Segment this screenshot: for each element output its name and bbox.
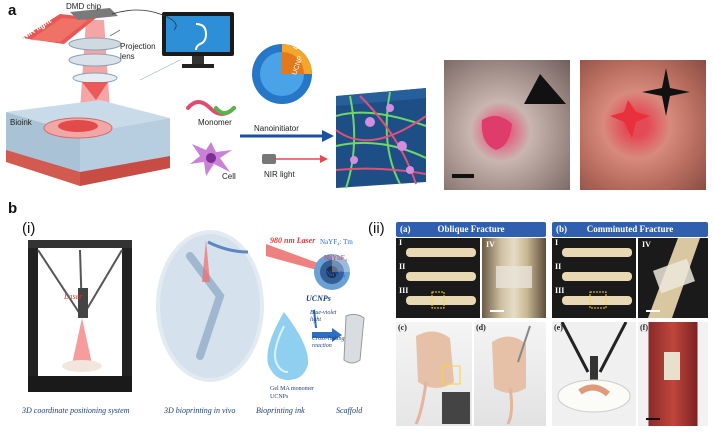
- positioning-system-illustration: [28, 240, 132, 392]
- header-b-text: Comminuted Fracture: [586, 224, 674, 234]
- panel-b-letter: b: [8, 200, 18, 217]
- crosslinking-label: Cross-linking reaction: [312, 336, 345, 349]
- in-vivo-triangle-photo: [444, 60, 570, 190]
- process-arrows: [240, 130, 334, 164]
- blue-violet-label: Blue-violet light: [310, 310, 337, 323]
- monomer-icon: [186, 100, 236, 116]
- oblique-bone-closeup-photo: [482, 238, 546, 318]
- header-a-text: Oblique Fracture: [437, 224, 505, 234]
- ucnp-nanoinitiator-icon: [252, 44, 312, 104]
- cross-icon: [642, 68, 690, 116]
- ucnps-label: UCNPs: [306, 294, 331, 303]
- cable-line: [111, 9, 177, 31]
- rn-b-II: II: [555, 262, 562, 271]
- monomer-label: Monomer: [198, 118, 232, 127]
- caption-bioprinting-ink: Bioprinting ink: [256, 406, 305, 415]
- sub-d-label: (d): [476, 323, 486, 332]
- part-ii-label: (ii): [368, 220, 385, 237]
- header-comminuted-fracture: (b) Comminuted Fracture: [552, 222, 708, 237]
- gelma-legend: Gel MA monomer: [270, 386, 314, 392]
- tissue-photo-f: [638, 322, 708, 426]
- projection-setup-illustration: [6, 8, 181, 186]
- rn-b-I: I: [555, 238, 559, 247]
- nanoinitiator-label: Nanoinitiator: [254, 124, 299, 133]
- triangle-icon: [524, 74, 566, 104]
- rn-a-III: III: [399, 286, 409, 295]
- dmd-chip-label: DMD chip: [66, 2, 102, 11]
- caption-scaffold: Scaffold: [336, 406, 363, 415]
- monitor-icon: [162, 12, 234, 68]
- ucnps-core-shell-illustration: [266, 244, 350, 290]
- sub-c-label: (c): [398, 323, 407, 332]
- laser-label: Laser: [64, 292, 83, 301]
- projection-lens-label: Projection lens: [120, 42, 156, 61]
- cell-icon: [190, 142, 232, 176]
- shell-1-label: NaYF₄: Tm: [320, 238, 353, 246]
- header-a-tag: (a): [400, 224, 411, 234]
- laser-980-label: 980 nm Laser: [270, 236, 316, 245]
- caption-positioning-system: 3D coordinate positioning system: [22, 406, 130, 415]
- comminuted-bones-photo: [552, 238, 636, 318]
- rn-b-III: III: [555, 286, 565, 295]
- comminuted-bone-closeup-photo: [638, 238, 708, 318]
- rn-a-II: II: [399, 262, 406, 271]
- mouse-photo-c: [396, 322, 472, 426]
- mouse-photo-d: [474, 322, 546, 426]
- sub-f-label: (f): [640, 323, 648, 332]
- rn-b-IV: IV: [642, 240, 651, 249]
- cell-label: Cell: [222, 172, 236, 181]
- shell-2-label: NaYbF₄: [324, 254, 348, 262]
- bioink-label: Bioink: [10, 118, 32, 127]
- hydrogel-network-illustration: [335, 88, 427, 189]
- nir-light-2-label: NIR light: [264, 170, 295, 179]
- oblique-bones-photo: [396, 238, 480, 318]
- printer-photo-e: [552, 322, 636, 426]
- bioprinting-in-vivo-illustration: [156, 230, 264, 382]
- bioprinting-ink-illustration: [267, 309, 365, 380]
- sub-e-label: (e): [554, 323, 563, 332]
- header-oblique-fracture: (a) Oblique Fracture: [396, 222, 546, 237]
- panel-a-letter: a: [8, 2, 17, 19]
- rn-a-I: I: [399, 238, 403, 247]
- part-i-label: (i): [22, 220, 36, 237]
- shell-3-label: NaYF₄: [326, 270, 346, 278]
- caption-bioprinting-in-vivo: 3D bioprinting in vivo: [164, 406, 236, 415]
- rn-a-IV: IV: [486, 240, 495, 249]
- in-vivo-cross-photo: [580, 60, 706, 190]
- ucnps-legend: UCNPs: [270, 394, 289, 400]
- header-b-tag: (b): [556, 224, 567, 234]
